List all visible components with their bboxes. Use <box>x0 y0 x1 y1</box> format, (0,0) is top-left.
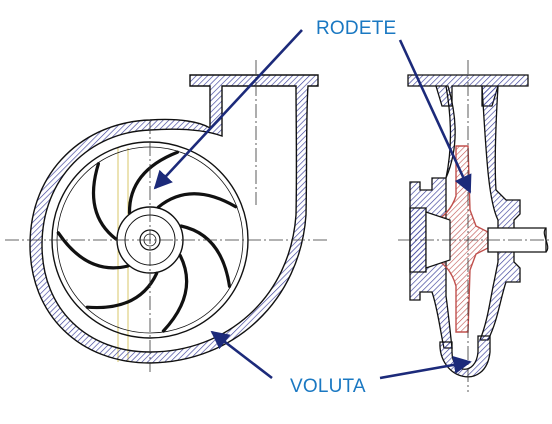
impeller-blades <box>56 150 238 333</box>
front-view <box>5 60 330 372</box>
impeller-arrow-side <box>398 39 472 194</box>
impeller-blade <box>161 253 189 333</box>
side-section-view <box>398 60 552 392</box>
side-impeller-section <box>431 145 489 333</box>
impeller-label: RODETE <box>316 18 396 39</box>
impeller-blade <box>156 192 238 209</box>
side-casing-front-wall <box>479 85 521 341</box>
impeller-blade <box>85 271 159 310</box>
volute-arrow-side <box>379 355 472 380</box>
impeller-blade <box>127 150 179 215</box>
impeller-arrow-front <box>153 29 303 190</box>
impeller-blade <box>179 224 232 288</box>
impeller-blade <box>91 162 118 241</box>
volute-arrow-front <box>210 330 273 380</box>
side-suction-flange <box>409 207 427 273</box>
shaft-break <box>543 227 549 253</box>
volute-label: VOLUTA <box>290 376 366 397</box>
side-volute-bulb <box>439 335 491 378</box>
impeller-blade <box>56 231 130 270</box>
annotations: RODETE VOLUTA <box>153 18 472 397</box>
